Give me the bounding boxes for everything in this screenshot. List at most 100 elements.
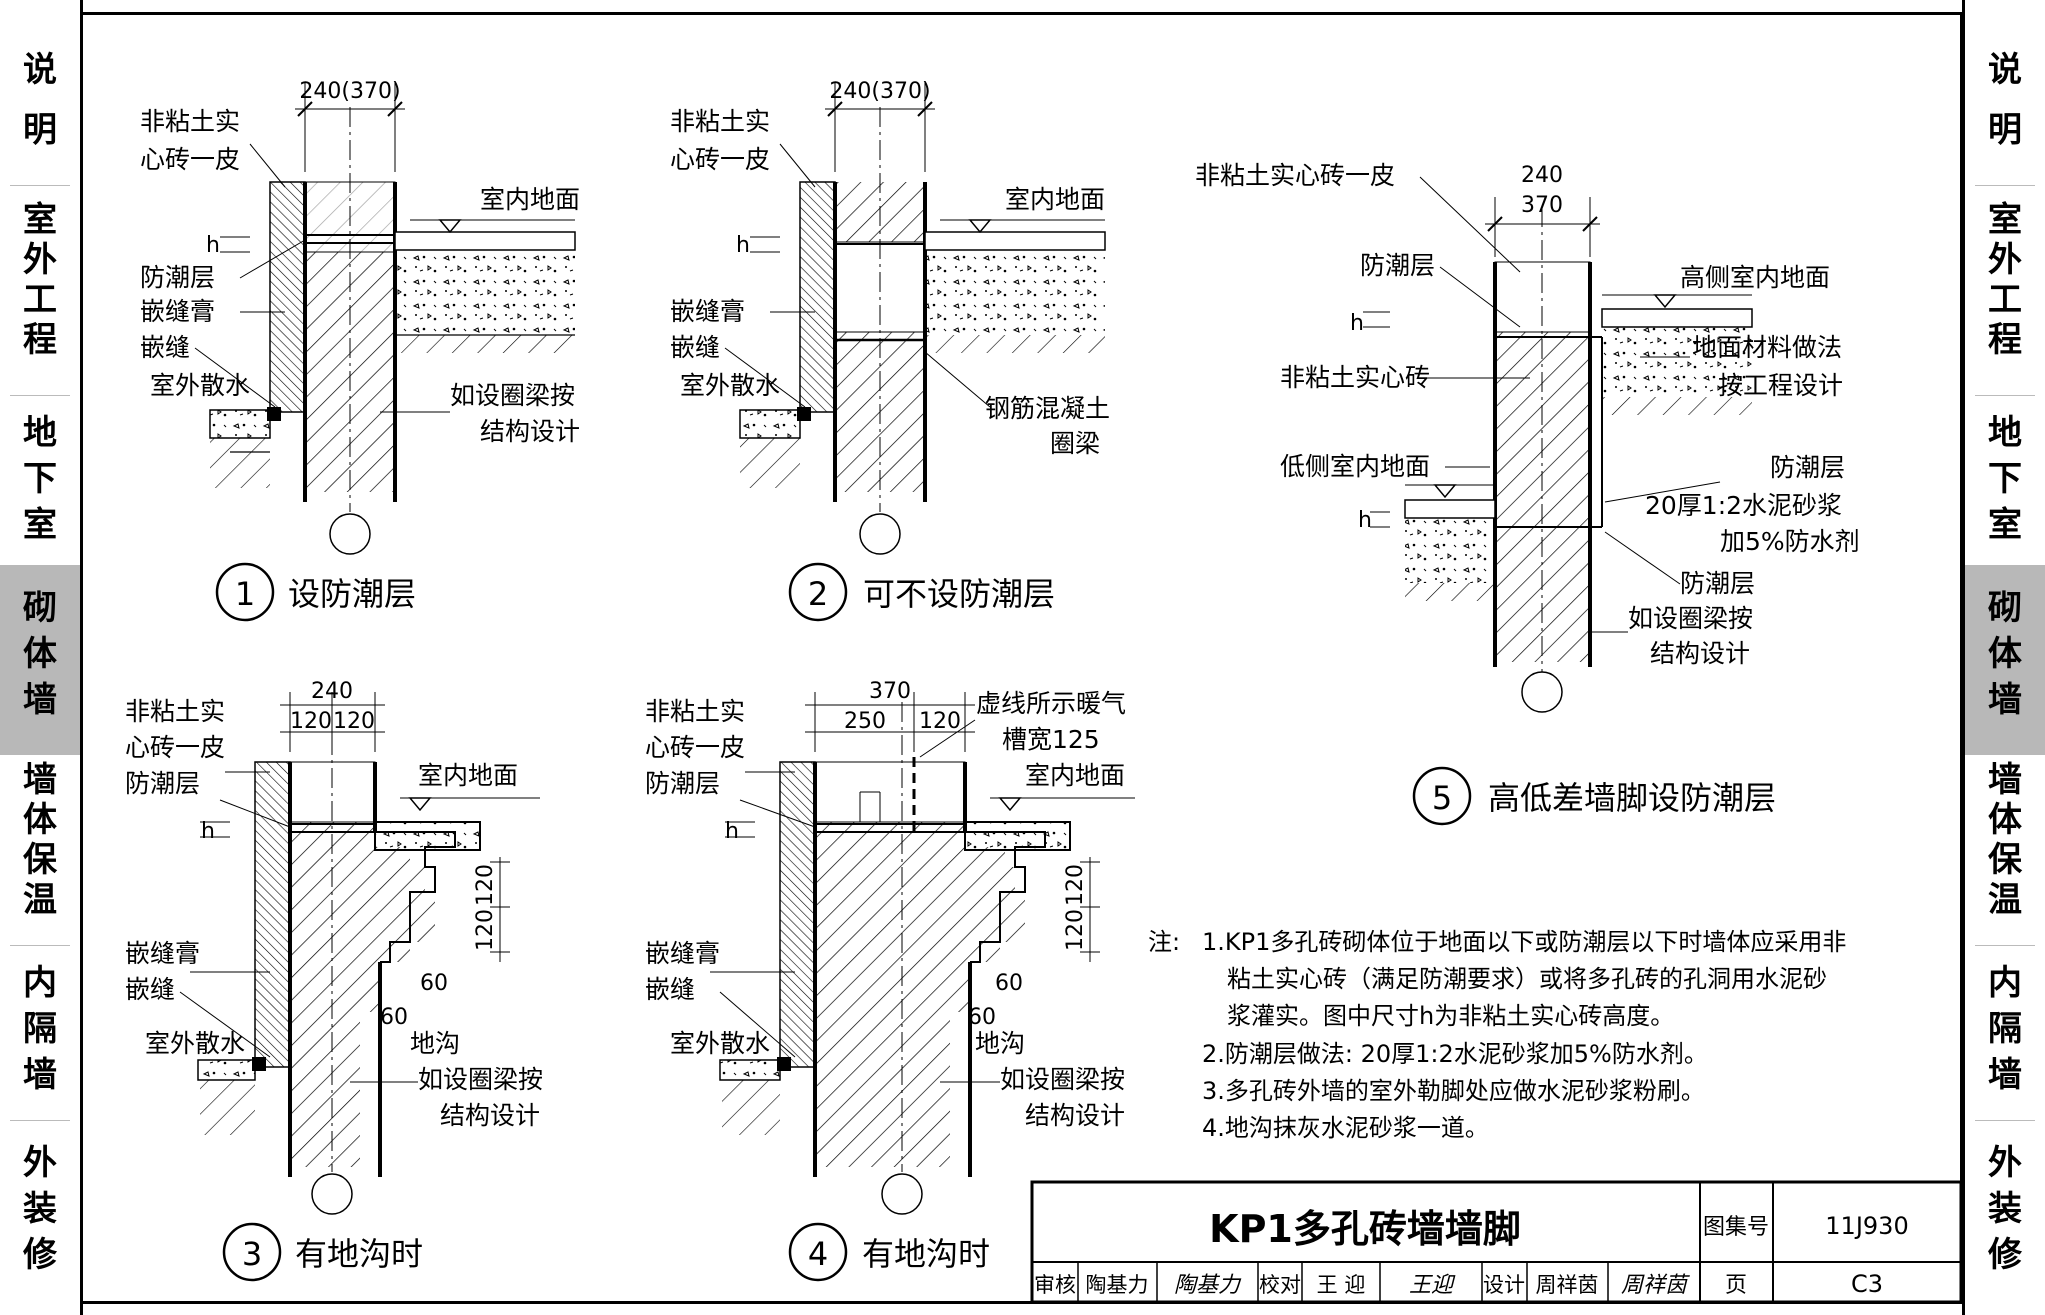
label: 非粘土实 (140, 107, 240, 136)
label: 嵌缝 (140, 333, 190, 362)
svg-text:设计: 设计 (1483, 1273, 1525, 1297)
notes-prefix: 注: (1148, 928, 1180, 956)
svg-text:120: 120 (290, 709, 332, 734)
svg-text:240: 240 (311, 679, 353, 704)
detail-title: 设防潮层 (288, 575, 416, 613)
svg-text:240(370): 240(370) (829, 79, 930, 104)
svg-text:120: 120 (1063, 864, 1088, 906)
svg-text:周祥茵: 周祥茵 (1536, 1273, 1599, 1297)
note-line: 浆灌实。图中尺寸h为非粘土实心砖高度。 (1227, 1002, 1674, 1030)
svg-text:室外散水: 室外散水 (145, 1029, 245, 1058)
svg-text:非粘土实心砖: 非粘土实心砖 (1280, 363, 1430, 392)
svg-text:页: 页 (1725, 1273, 1747, 1298)
svg-text:防潮层: 防潮层 (1680, 569, 1755, 598)
sidebar-item-exterior[interactable]: 外装修 (1988, 1143, 2022, 1275)
svg-text:2: 2 (808, 575, 828, 613)
svg-text:结构设计: 结构设计 (440, 1101, 540, 1130)
svg-text:60: 60 (420, 971, 448, 996)
sidebar-item-outdoor[interactable]: 室外工程 (23, 200, 57, 360)
svg-text:地面材料做法: 地面材料做法 (1692, 333, 1842, 362)
sidebar-item-exterior[interactable]: 外装修 (23, 1143, 57, 1275)
svg-text:室外散水: 室外散水 (680, 371, 780, 400)
svg-text:60: 60 (995, 971, 1023, 996)
svg-text:结构设计: 结构设计 (1650, 639, 1750, 668)
sidebar-item-description[interactable]: 说明 (23, 50, 57, 150)
svg-text:嵌缝: 嵌缝 (645, 975, 695, 1004)
svg-text:室外散水: 室外散水 (670, 1029, 770, 1058)
note-line: 3.多孔砖外墙的室外勒脚处应做水泥砂浆粉刷。 (1202, 1077, 1705, 1105)
atlas-number: 11J930 (1825, 1212, 1908, 1240)
detail-4: 370 250 120 非粘土实 心砖一皮 防潮层 虚线所示暖气 槽宽125 室… (645, 679, 1135, 1282)
signature: 王迎 (1409, 1273, 1456, 1298)
svg-text:370: 370 (1521, 193, 1563, 218)
svg-text:室内地面: 室内地面 (418, 761, 518, 790)
svg-text:4: 4 (808, 1235, 828, 1273)
detail-title: 有地沟时 (295, 1235, 423, 1273)
svg-text:h: h (1358, 508, 1372, 533)
svg-text:非粘土实: 非粘土实 (125, 697, 225, 726)
sidebar-item-insulation[interactable]: 墙体保温 (23, 760, 57, 920)
sidebar-item-insulation[interactable]: 墙体保温 (1988, 760, 2022, 920)
svg-text:图集号: 图集号 (1703, 1215, 1769, 1240)
svg-text:心砖一皮: 心砖一皮 (125, 733, 225, 762)
note-line: 粘土实心砖（满足防潮要求）或将多孔砖的孔洞用水泥砂 (1227, 965, 1827, 993)
svg-text:防潮层: 防潮层 (1770, 453, 1845, 482)
svg-text:地沟: 地沟 (975, 1029, 1025, 1058)
sidebar-item-description[interactable]: 说明 (1988, 50, 2022, 150)
svg-text:120: 120 (473, 864, 498, 906)
label: 结构设计 (480, 417, 580, 446)
left-sidebar: 说明 室外工程 地下室 砌体墙 墙体保温 内隔墙 外装修 (0, 0, 83, 1315)
svg-text:h: h (736, 233, 750, 258)
svg-text:60: 60 (968, 1005, 996, 1030)
svg-text:虚线所示暖气: 虚线所示暖气 (976, 689, 1126, 718)
svg-text:室内地面: 室内地面 (1005, 185, 1105, 214)
sidebar-item-outdoor[interactable]: 室外工程 (1988, 200, 2022, 360)
svg-text:结构设计: 结构设计 (1025, 1101, 1125, 1130)
svg-text:校对: 校对 (1259, 1273, 1301, 1297)
svg-text:20厚1:2水泥砂浆: 20厚1:2水泥砂浆 (1645, 491, 1842, 520)
sidebar-item-masonry[interactable]: 砌体墙 (0, 565, 80, 755)
signature: 陶基力 (1174, 1273, 1242, 1298)
sheet-border (80, 12, 1963, 1304)
svg-text:如设圈梁按: 如设圈梁按 (1628, 604, 1753, 633)
label: 室内地面 (480, 185, 580, 214)
svg-text:圈梁: 圈梁 (1050, 429, 1100, 458)
svg-text:120: 120 (333, 709, 375, 734)
svg-text:低侧室内地面: 低侧室内地面 (1280, 452, 1430, 481)
svg-text:嵌缝: 嵌缝 (125, 975, 175, 1004)
sidebar-item-basement[interactable]: 地下室 (1988, 413, 2022, 545)
svg-text:240: 240 (1521, 163, 1563, 188)
svg-text:嵌缝: 嵌缝 (670, 333, 720, 362)
svg-text:h: h (206, 233, 220, 258)
sidebar-item-basement[interactable]: 地下室 (23, 413, 57, 545)
svg-text:心砖一皮: 心砖一皮 (645, 733, 745, 762)
svg-text:250: 250 (844, 709, 886, 734)
notes-block: 注: 1.KP1多孔砖砌体位于地面以下或防潮层以下时墙体应采用非 粘土实心砖（满… (1148, 928, 1846, 1142)
svg-text:加5%防水剂: 加5%防水剂 (1720, 527, 1860, 556)
drawing-sheet: 240(370) h 非粘土实 心砖一皮 室内地面 防潮层 嵌缝膏 嵌缝 室外散… (80, 12, 1963, 1304)
svg-text:防潮层: 防潮层 (1360, 251, 1435, 280)
sidebar-item-partition[interactable]: 内隔墙 (1988, 963, 2022, 1095)
svg-text:h: h (1350, 311, 1364, 336)
svg-text:如设圈梁按: 如设圈梁按 (418, 1065, 543, 1094)
title-block: KP1多孔砖墙墙脚 图集号 11J930 页 C3 审核 陶基力 陶基力 校对 … (1030, 1180, 1963, 1304)
svg-text:非粘土实: 非粘土实 (645, 697, 745, 726)
detail-2: 240(370) h 非粘土实 心砖一皮 室内地面 嵌缝膏 嵌缝 室外散水 钢筋… (670, 79, 1110, 622)
signature: 周祥茵 (1621, 1273, 1690, 1298)
svg-text:非粘土实: 非粘土实 (670, 107, 770, 136)
facing-brick (269, 181, 306, 413)
svg-text:嵌缝膏: 嵌缝膏 (125, 939, 200, 968)
sidebar-item-masonry[interactable]: 砌体墙 (1965, 565, 2045, 755)
label: 嵌缝膏 (140, 297, 215, 326)
detail-title: 高低差墙脚设防潮层 (1488, 779, 1776, 817)
sidebar-item-partition[interactable]: 内隔墙 (23, 963, 57, 1095)
svg-text:120: 120 (473, 909, 498, 951)
svg-text:槽宽125: 槽宽125 (1002, 725, 1100, 754)
detail-title: 有地沟时 (862, 1235, 990, 1273)
right-sidebar: 说明 室外工程 地下室 砌体墙 墙体保温 内隔墙 外装修 (1962, 0, 2045, 1315)
drawing-title: KP1多孔砖墙墙脚 (1209, 1207, 1521, 1251)
label: 如设圈梁按 (450, 381, 575, 410)
svg-text:60: 60 (380, 1005, 408, 1030)
detail-title: 可不设防潮层 (863, 575, 1055, 613)
svg-text:3: 3 (242, 1235, 262, 1273)
